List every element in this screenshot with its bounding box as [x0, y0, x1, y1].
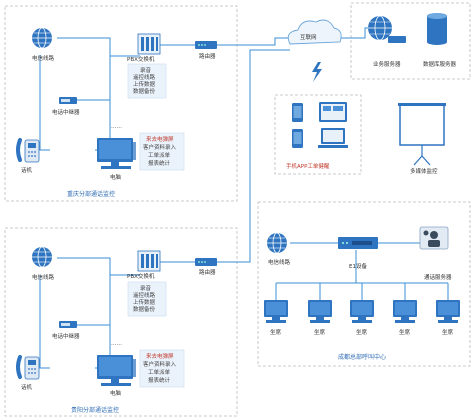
cq-pbx-trunk-line — [75, 56, 111, 101]
server-room-box — [350, 2, 471, 80]
gy-phone-icon — [16, 355, 40, 380]
mobile-app-box — [274, 94, 362, 175]
cq-pc-label: 电脑 — [110, 173, 122, 181]
gy-router-label: 路由器 — [199, 268, 216, 276]
cq-pbx-icon — [137, 33, 161, 55]
hq-seat-5-pc-icon — [436, 300, 460, 323]
gy-pc-note-2: 客户资料录入 — [143, 360, 177, 368]
gy-pc-note-4: 报表统计 — [148, 376, 171, 384]
gy-trunk-label: 电话中继器 — [52, 332, 80, 340]
cq-telecom-globe-icon — [32, 27, 52, 49]
hq-title: 成都总部呼叫中心 — [338, 353, 386, 361]
gy-pbx-note-3: 上传数据 — [133, 298, 156, 306]
gy-pc-icon — [97, 355, 136, 386]
cq-pc-note-2: 客户资料录入 — [143, 143, 177, 151]
comm-server-icon — [419, 226, 449, 250]
gy-pbx-note-2: 遥控线路 — [133, 291, 156, 299]
hq-seat-4-label: 坐席 — [399, 328, 411, 336]
cq-telecom-label: 电信线路 — [32, 54, 55, 62]
hq-seat-3-pc-icon — [350, 300, 374, 323]
cq-pc-note-4: 报表统计 — [148, 159, 171, 167]
cq-pc-note-3: 工单派单 — [148, 151, 171, 159]
e1-device-label: E1设备 — [349, 262, 367, 270]
cq-title: 重庆分部通话监控 — [67, 190, 115, 198]
hq-seat-2-label: 坐席 — [314, 328, 326, 336]
hq-seat-1-label: 坐席 — [270, 328, 282, 336]
internet-cloud-icon — [287, 19, 342, 45]
cq-pc-notes-panel — [139, 132, 185, 171]
hq-seat-3-label: 坐席 — [356, 328, 368, 336]
cq-pbx-note-3: 上传数据 — [133, 80, 156, 88]
e1-device-icon — [338, 237, 378, 249]
cq-router-icon — [195, 41, 217, 49]
gy-pc-label: 电脑 — [110, 389, 122, 397]
hq-telecom-label: 电信线路 — [268, 258, 291, 266]
gy-pc-note-3: 工单派单 — [148, 368, 171, 376]
hq-seat-2-pc-icon — [308, 300, 332, 323]
cq-pbx-notes-panel — [127, 63, 167, 99]
gy-trunk-icon — [59, 321, 77, 328]
hq-seat-1-pc-icon — [264, 300, 288, 323]
cq-pbx-note-4: 数据备份 — [133, 87, 156, 95]
gy-pbx-icon — [137, 250, 161, 272]
business-server-label: 业务服务器 — [373, 60, 401, 68]
cq-trunk-icon — [59, 97, 77, 104]
wireless-lightning-icon — [312, 62, 322, 82]
smartphone-icon — [292, 103, 303, 122]
hq-seat-4-pc-icon — [393, 300, 417, 323]
gy-trunk-phone-line — [39, 325, 50, 369]
phone-device-icon — [292, 129, 303, 148]
cq-pbx-label: PBX交换机 — [127, 55, 155, 63]
hq-seat-5-label: 坐席 — [442, 328, 454, 336]
guiyang-branch-box — [4, 227, 238, 417]
cq-phone-label: 话机 — [21, 166, 33, 174]
gy-telecom-pbx-line — [57, 257, 140, 276]
gy-pc-note-1: 来去电弹屏 — [146, 352, 174, 360]
gy-pbx-trunk-line — [75, 275, 111, 326]
chengdu-hq-box — [257, 201, 471, 367]
gy-router-internet-line — [217, 49, 290, 263]
gy-telecom-globe-icon — [32, 246, 52, 268]
cq-pc-icon — [97, 138, 136, 169]
laptop-icon — [318, 128, 348, 148]
gy-router-icon — [195, 258, 217, 266]
gy-pbx-notes-panel — [127, 281, 167, 317]
gy-phone-label: 话机 — [21, 383, 33, 391]
multimedia-label: 多媒体监控 — [410, 167, 438, 175]
gy-ellipsis: …… — [111, 341, 122, 347]
gy-title: 贵阳分部通话监控 — [71, 406, 119, 414]
business-server-globe-icon — [368, 15, 406, 43]
mobile-app-label: 手机APP工单健醒 — [286, 162, 330, 170]
cq-pbx-note-1: 录音 — [140, 66, 152, 74]
gy-pbx-note-4: 数据备份 — [133, 305, 156, 313]
internet-label: 互联网 — [300, 33, 317, 41]
cq-router-internet-line — [217, 37, 290, 46]
cq-telecom-pbx-line — [57, 37, 140, 57]
tablet-icon — [319, 102, 347, 122]
cq-router-label: 路由器 — [199, 52, 216, 60]
gy-pbx-note-1: 录音 — [140, 284, 152, 292]
projector-screen-icon — [398, 103, 446, 166]
gy-pc-notes-panel — [139, 349, 185, 388]
gy-pbx-label: PBX交换机 — [127, 272, 155, 280]
gy-telecom-label: 电信线路 — [32, 273, 55, 281]
cq-pbx-note-2: 遥控线路 — [133, 73, 156, 81]
database-server-label: 数据库服务器 — [423, 60, 457, 68]
cq-phone-icon — [16, 138, 40, 163]
database-server-icon — [427, 13, 447, 45]
hq-telecom-globe-icon — [267, 232, 287, 254]
chongqing-branch-box — [4, 5, 238, 202]
cq-trunk-label: 电话中继器 — [52, 108, 80, 116]
cq-trunk-phone-line — [39, 100, 50, 151]
cq-ellipsis: …… — [111, 124, 122, 130]
cq-pc-note-1: 来去电弹屏 — [146, 135, 174, 143]
comm-server-label: 通话服务器 — [424, 273, 452, 281]
